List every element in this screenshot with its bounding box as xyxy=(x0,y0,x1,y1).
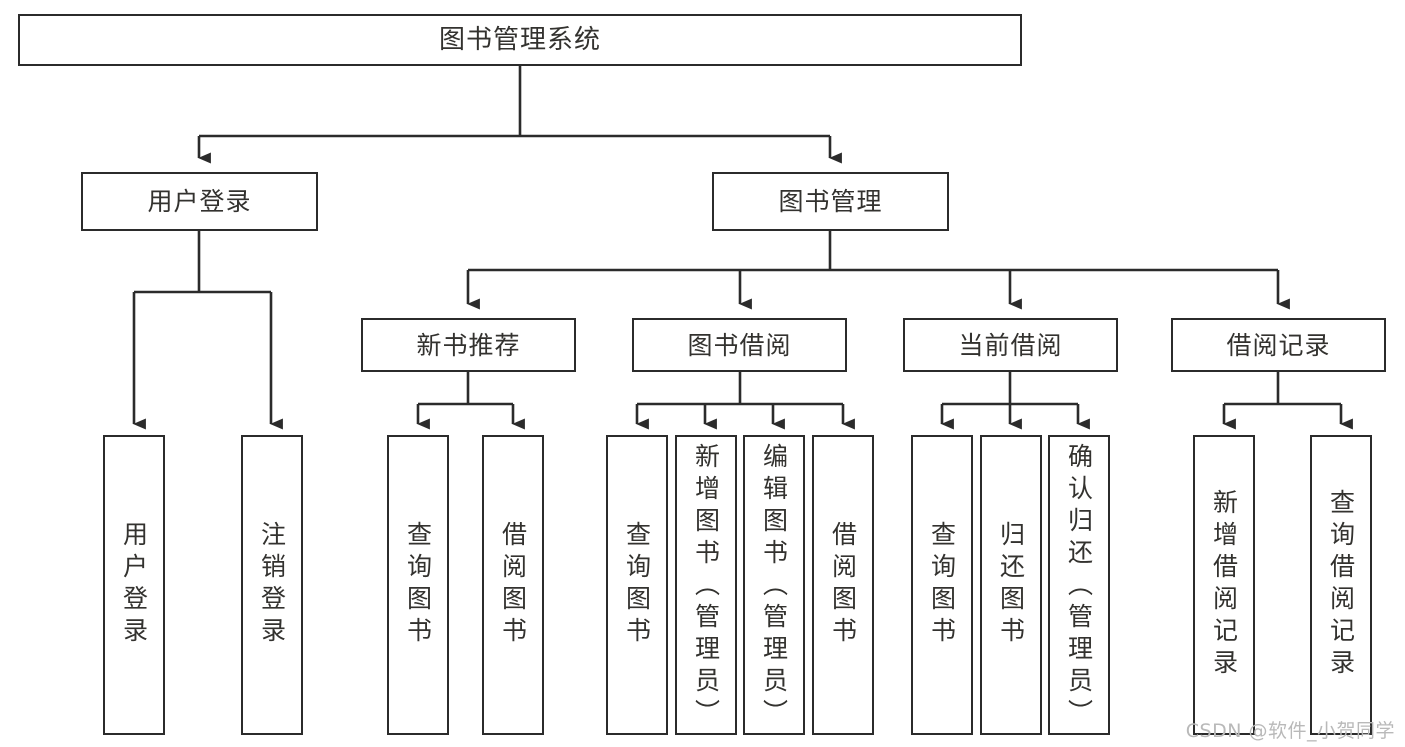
node-label: 新书推荐 xyxy=(416,330,521,360)
leaf-confirm-return-admin[interactable]: 确认归还（管理员） xyxy=(1048,435,1110,735)
leaf-query-book-recommend[interactable]: 查询图书 xyxy=(387,435,449,735)
node-label: 归还图书 xyxy=(996,521,1026,649)
node-label: 图书借阅 xyxy=(687,330,792,360)
node-label: 查询图书 xyxy=(927,521,957,649)
node-label: 借阅图书 xyxy=(498,521,528,649)
node-new-book-recommend[interactable]: 新书推荐 xyxy=(361,318,576,372)
leaf-query-book-borrow[interactable]: 查询图书 xyxy=(606,435,668,735)
leaf-borrow-book[interactable]: 借阅图书 xyxy=(812,435,874,735)
node-book-management[interactable]: 图书管理 xyxy=(712,172,949,231)
node-book-borrow[interactable]: 图书借阅 xyxy=(632,318,847,372)
leaf-query-book-current[interactable]: 查询图书 xyxy=(911,435,973,735)
leaf-edit-book-admin[interactable]: 编辑图书（管理员） xyxy=(743,435,805,735)
node-label: 查询借阅记录 xyxy=(1326,489,1356,681)
node-label: 查询图书 xyxy=(403,521,433,649)
leaf-return-book[interactable]: 归还图书 xyxy=(980,435,1042,735)
leaf-add-borrow-record[interactable]: 新增借阅记录 xyxy=(1193,435,1255,735)
node-label: 图书管理 xyxy=(778,187,883,216)
node-label: 用户登录 xyxy=(119,521,149,649)
leaf-logout-login[interactable]: 注销登录 xyxy=(241,435,303,735)
leaf-add-book-admin[interactable]: 新增图书（管理员） xyxy=(675,435,737,735)
leaf-borrow-book-recommend[interactable]: 借阅图书 xyxy=(482,435,544,735)
node-label: 用户登录 xyxy=(147,187,252,216)
node-label: 确认归还（管理员） xyxy=(1064,443,1094,731)
node-label: 当前借阅 xyxy=(958,330,1063,360)
node-label: 新增图书（管理员） xyxy=(691,443,721,731)
node-label: 借阅图书 xyxy=(828,521,858,649)
node-label: 编辑图书（管理员） xyxy=(759,443,789,731)
node-label: 图书管理系统 xyxy=(438,25,601,55)
node-label: 查询图书 xyxy=(622,521,652,649)
node-user-login[interactable]: 用户登录 xyxy=(81,172,318,231)
node-root-system[interactable]: 图书管理系统 xyxy=(18,14,1022,66)
node-borrow-record[interactable]: 借阅记录 xyxy=(1171,318,1386,372)
node-label: 注销登录 xyxy=(257,521,287,649)
csdn-watermark: CSDN @软件_小贺同学 xyxy=(1185,720,1395,742)
node-label: 借阅记录 xyxy=(1226,330,1331,360)
leaf-user-login[interactable]: 用户登录 xyxy=(103,435,165,735)
node-current-borrow[interactable]: 当前借阅 xyxy=(903,318,1118,372)
node-label: 新增借阅记录 xyxy=(1209,489,1239,681)
leaf-query-borrow-record[interactable]: 查询借阅记录 xyxy=(1310,435,1372,735)
